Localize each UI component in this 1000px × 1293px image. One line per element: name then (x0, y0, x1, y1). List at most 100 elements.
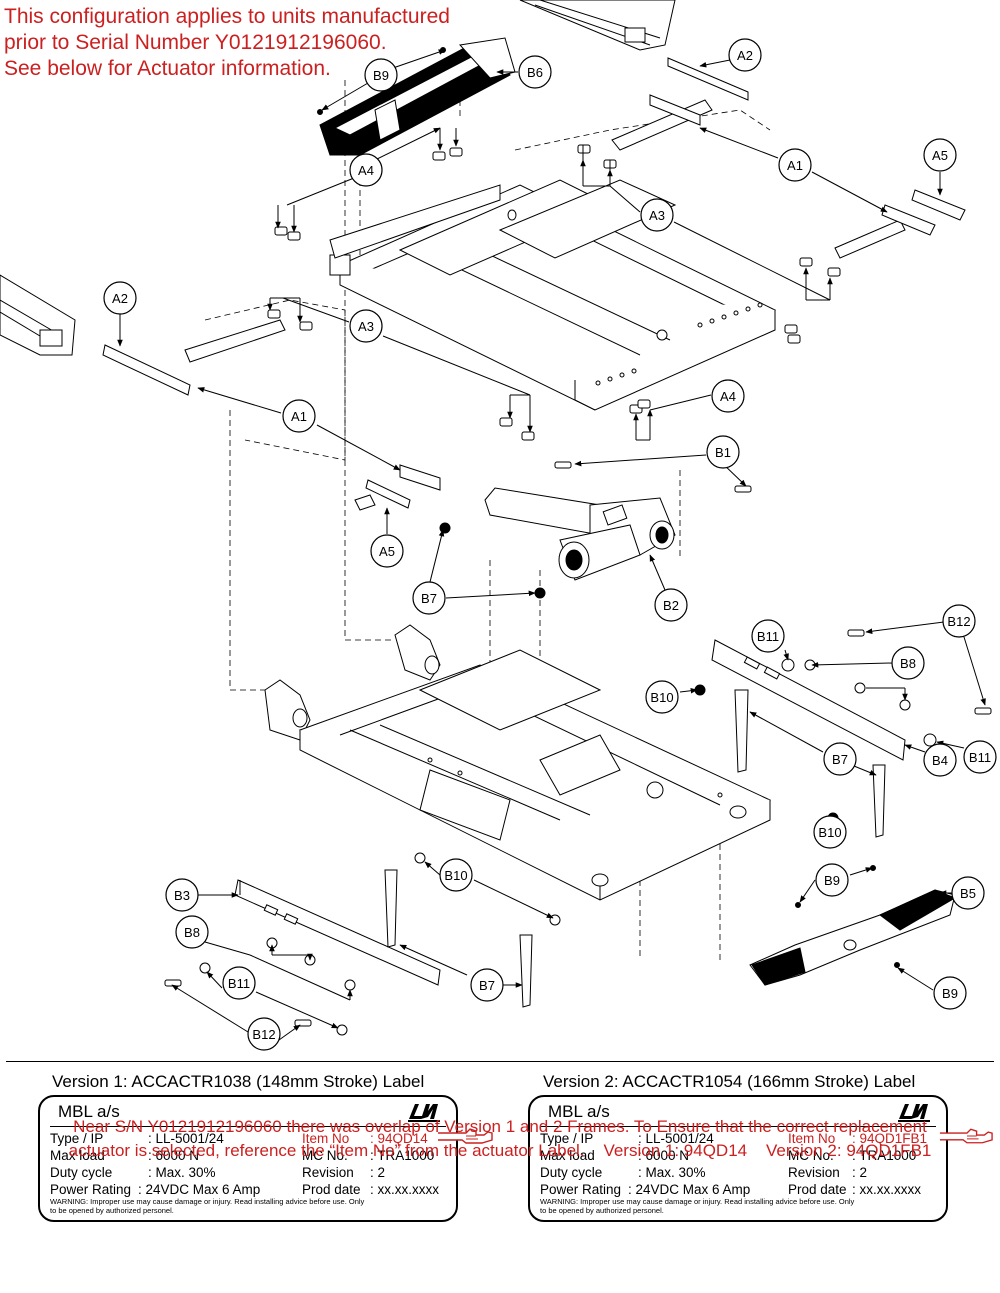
callout-b10-bottom: B10 (439, 858, 473, 892)
callout-b7-bottom: B6B7B7B7B7B7B7B7B7B7B7B7B7B7B7B7 (470, 968, 504, 1002)
version-2-title: Version 2: ACCACTR1054 (166mm Stroke) La… (543, 1072, 916, 1091)
callout-b9-top: B9 (364, 58, 398, 92)
exploded-parts-diagram: A2 B9 B6 A4 A1 A5 A3 A2 A3 A4 A1 B1 A5 B… (0, 0, 997, 1051)
svg-text:B6: B6 (527, 65, 543, 80)
actuator-label-version-1: MBL a/s Type / IP : LL-5001/24 Max load … (38, 1095, 458, 1222)
svg-text:A1: A1 (787, 158, 803, 173)
callout-a3-top: A3 (640, 198, 674, 232)
svg-text:B10: B10 (444, 868, 467, 883)
top-note-line-1: This configuration applies to units manu… (4, 5, 450, 28)
callout-b11-bottom: B11 (222, 966, 256, 1000)
lower-base-frame (298, 649, 772, 901)
hinge-blocks (264, 624, 441, 741)
label-warning: WARNING: Improper use may cause damage o… (50, 1197, 365, 1215)
callout-a2-top: A2 (728, 38, 762, 72)
brackets-a-series (102, 57, 966, 511)
callout-b9-bottom: B9 (933, 976, 967, 1010)
bottom-serial-note: Near S/N Y0121912196060 there was overla… (0, 1115, 1000, 1163)
actuator-label-version-2: MBL a/s Type / IP : LL-5001/24 Max load … (528, 1095, 948, 1222)
label-warning: WARNING: Improper use may cause damage o… (540, 1197, 855, 1215)
item-no-key: Item No (788, 1131, 836, 1146)
svg-text:A2: A2 (112, 291, 128, 306)
svg-text:B2: B2 (663, 598, 679, 613)
callout-a4-right: A4 (711, 379, 745, 413)
rail-left (0, 274, 76, 356)
side-plate-b3 (234, 879, 441, 986)
callout-b10-top: B10 (645, 680, 679, 714)
armrest-pad-b6 (319, 37, 516, 156)
callout-b6: B6 (518, 55, 552, 89)
svg-text:B5: B5 (960, 886, 976, 901)
linak-logo-icon (408, 1104, 440, 1122)
rail-top-right (519, 0, 676, 51)
top-note-line-3: See below for Actuator information. (4, 57, 331, 80)
svg-text:A5: A5 (379, 544, 395, 559)
top-configuration-note: This configuration applies to units manu… (4, 4, 450, 82)
svg-text:B7: B7 (832, 752, 848, 767)
callout-b8-right: B8 (891, 646, 925, 680)
svg-text:B9: B9 (373, 68, 389, 83)
callout-b10-right: B10 (813, 815, 847, 849)
svg-text:B9: B9 (824, 873, 840, 888)
svg-text:B4: B4 (932, 753, 948, 768)
svg-text:B1: B1 (715, 445, 731, 460)
side-plate-b4 (711, 639, 906, 761)
callout-b4: B4 (923, 743, 957, 777)
svg-text:A3: A3 (358, 319, 374, 334)
upper-seat-frame (329, 179, 777, 411)
callout-b3: B3 (165, 878, 199, 912)
label-separator (50, 1126, 446, 1127)
callout-b5: B5 (951, 876, 985, 910)
callout-a5-top: A5 (923, 138, 957, 172)
linak-logo-icon (898, 1104, 930, 1122)
svg-text:B3: B3 (174, 888, 190, 903)
top-note-line-2: prior to Serial Number Y0121912196060. (4, 31, 387, 54)
svg-text:A4: A4 (720, 389, 736, 404)
svg-text:B12: B12 (252, 1027, 275, 1042)
label-model: MBL a/s (58, 1102, 120, 1121)
item-no-value: : 94QD14 (370, 1131, 428, 1146)
callout-a3-left: A3 (349, 309, 383, 343)
b7-posts (384, 689, 886, 1008)
svg-text:B10: B10 (818, 825, 841, 840)
callout-b12-bottom: B12 (247, 1017, 281, 1051)
actuator-b2 (484, 487, 676, 581)
svg-text:B7: B7 (479, 978, 495, 993)
label-separator (540, 1126, 936, 1127)
label-model: MBL a/s (548, 1102, 610, 1121)
callout-b11-right: B11 (963, 740, 997, 774)
svg-text:B12: B12 (947, 614, 970, 629)
svg-text:B7: B7 (421, 591, 437, 606)
svg-text:A5: A5 (932, 148, 948, 163)
callout-a5-left: A5 (370, 534, 404, 568)
callout-label: A2 (737, 48, 753, 63)
svg-text:B9: B9 (942, 986, 958, 1001)
svg-text:B11: B11 (228, 976, 250, 991)
leader-lines (117, 49, 986, 1041)
callout-a1-left: A1 (282, 399, 316, 433)
callouts: A2 B9 B6 A4 A1 A5 A3 A2 A3 A4 A1 B1 A5 B… (103, 38, 997, 1051)
version-1-title: Version 1: ACCACTR1038 (148mm Stroke) La… (52, 1072, 425, 1091)
callout-a1-top: A1 (778, 148, 812, 182)
svg-text:B11: B11 (969, 750, 991, 765)
svg-text:B8: B8 (184, 925, 200, 940)
bottom-note-line-2: actuator is selected, reference the “Ite… (68, 1141, 932, 1160)
bottom-note-line-1: Near S/N Y0121912196060 there was overla… (73, 1117, 927, 1136)
callout-b11-top: B11 (751, 619, 785, 653)
callout-b8-bottom: B8 (175, 915, 209, 949)
svg-text:B8: B8 (900, 656, 916, 671)
pointing-hand-icon (939, 1128, 993, 1144)
callout-b2: B2 (654, 588, 688, 622)
pointing-hand-icon (438, 1128, 493, 1144)
item-no-value: : 94QD1FB1 (852, 1131, 928, 1146)
callout-b9-mid: B9 (815, 863, 849, 897)
svg-text:B11: B11 (757, 629, 779, 644)
item-no-key: Item No (302, 1131, 350, 1146)
callout-b12-right: B12 (942, 604, 976, 638)
callout-a4-top: A4 (349, 153, 383, 187)
svg-text:A3: A3 (649, 208, 665, 223)
callout-b8-mid: B7 (412, 581, 446, 615)
callout-a2-left: A2 (103, 281, 137, 315)
svg-text:B10: B10 (650, 690, 673, 705)
callout-b1: B1 (706, 435, 740, 469)
